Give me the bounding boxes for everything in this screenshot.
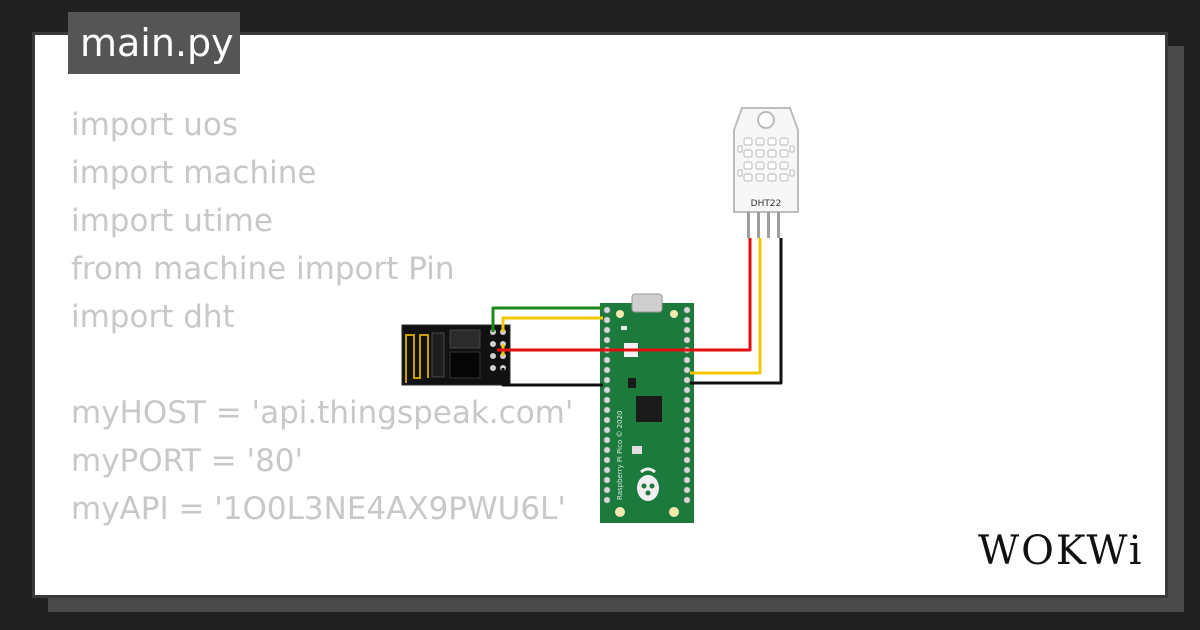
code-line: import dht	[71, 299, 235, 335]
code-preview: import uos import machine import utime f…	[71, 101, 573, 581]
wire-red	[497, 238, 752, 352]
pico-silkscreen: Raspberry Pi Pico © 2020	[616, 411, 624, 501]
wire-yellow-dht	[690, 238, 762, 375]
wire-black-dht	[690, 238, 783, 385]
file-tab[interactable]: main.py	[68, 12, 240, 74]
raspberry-logo-icon	[637, 467, 659, 501]
code-line: myHOST = 'api.thingspeak.com'	[71, 395, 574, 431]
code-line: myPORT = '80'	[71, 443, 304, 479]
code-line: myAPI = '1O0L3NE4AX9PWU6L'	[71, 491, 566, 527]
wokwi-logo[interactable]: WOKWi	[976, 520, 1152, 576]
code-line: from machine import Pin	[71, 251, 455, 287]
code-line: import utime	[71, 203, 273, 239]
dht22-sensor[interactable]: DHT22	[733, 107, 799, 238]
pico-board[interactable]: Raspberry Pi Pico © 2020	[600, 293, 694, 523]
code-line: import machine	[71, 155, 317, 191]
svg-text:WOKWi: WOKWi	[978, 528, 1144, 574]
sensor-label: DHT22	[751, 199, 782, 209]
code-line: import uos	[71, 107, 238, 143]
wire-yellow-esp	[501, 316, 603, 332]
esp01-module[interactable]	[401, 324, 511, 386]
wire-black-esp	[501, 368, 603, 387]
wire-green	[491, 306, 603, 332]
wires	[491, 238, 783, 387]
